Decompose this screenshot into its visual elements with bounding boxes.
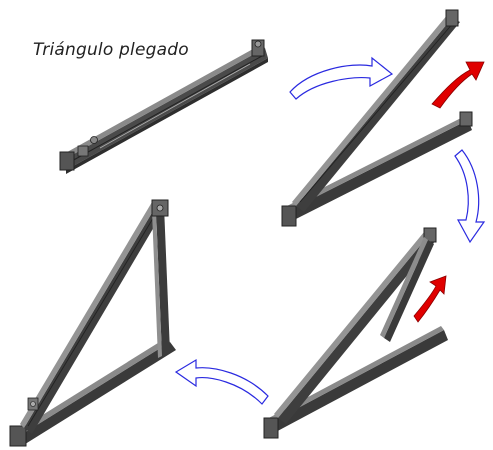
base-rail: [281, 111, 473, 227]
foot-bracket: [27, 397, 39, 411]
long-diagonal-rail: [20, 202, 164, 434]
long-rail: [274, 227, 437, 424]
curved-flow-arrow-icon: [454, 149, 486, 244]
swinging-support-rail: [380, 237, 434, 342]
raised-long-rail: [292, 9, 460, 212]
vertical-support-rail: [152, 206, 170, 358]
step-4-assembled-frame: [9, 199, 176, 447]
base-rail: [263, 326, 448, 439]
step-1-folded-frame: [59, 39, 268, 174]
folded-end-bracket-right: [251, 39, 265, 57]
folded-end-bracket-left: [59, 145, 89, 171]
red-rotation-arrow-icon: [431, 61, 485, 109]
curved-flow-arrow-icon: [174, 358, 269, 405]
step-3-support-raised: [263, 227, 448, 439]
apex-bracket: [151, 199, 169, 217]
folded-hinge-bolt: [90, 136, 98, 144]
curved-flow-arrow-icon: [289, 56, 394, 100]
base-rail: [9, 338, 176, 447]
folded-rail-bundle: [60, 44, 268, 174]
step-2-long-rail-raised: [281, 9, 485, 227]
red-rotation-arrow-icon: [413, 275, 447, 323]
diagram-caption: Triángulo plegado: [33, 40, 189, 60]
